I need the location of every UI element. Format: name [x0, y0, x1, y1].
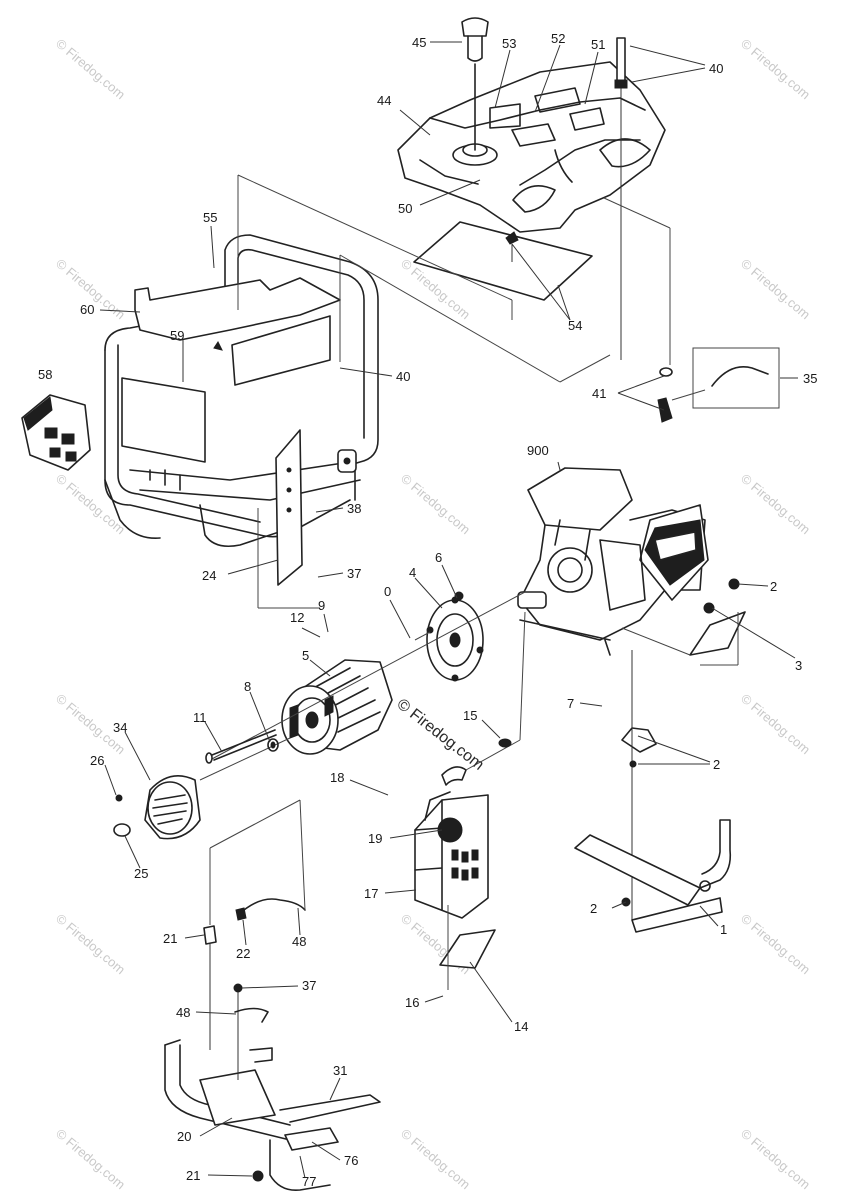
end-cover — [113, 774, 201, 840]
callout-5: 5 — [302, 648, 309, 663]
base-frame — [164, 983, 381, 1192]
callout-59: 59 — [170, 328, 184, 343]
callout-900: 900 — [527, 443, 549, 458]
watermark: © Firedog.com — [53, 36, 128, 102]
callout-21b: 21 — [186, 1168, 200, 1183]
watermark: © Firedog.com — [738, 911, 813, 977]
watermark: © Firedog.com — [398, 1126, 473, 1192]
callout-2: 2 — [770, 579, 777, 594]
engine-mount-plate — [621, 578, 746, 666]
callout-40b: 40 — [396, 369, 410, 384]
callout-6: 6 — [435, 550, 442, 565]
callout-16: 16 — [405, 995, 419, 1010]
tank-mat — [413, 221, 593, 301]
callout-31: 31 — [333, 1063, 347, 1078]
callout-20: 20 — [177, 1129, 191, 1144]
callout-22: 22 — [236, 946, 250, 961]
callout-52: 52 — [551, 31, 565, 46]
tank-bolts — [614, 37, 628, 360]
callout-37: 37 — [347, 566, 361, 581]
callout-45: 45 — [412, 35, 426, 50]
muffler — [414, 791, 489, 919]
callout-60: 60 — [80, 302, 94, 317]
bracket — [257, 429, 320, 609]
callout-3: 3 — [795, 658, 802, 673]
callout-19: 19 — [368, 831, 382, 846]
through-bolt — [205, 729, 279, 764]
callout-40: 40 — [709, 61, 723, 76]
watermark: © Firedog.com — [738, 471, 813, 537]
watermark: © Firedog.com — [738, 36, 813, 102]
callout-76: 76 — [344, 1153, 358, 1168]
callout-11: 11 — [193, 710, 207, 725]
callout-2c: 2 — [590, 901, 597, 916]
rotor-end-bell — [426, 591, 484, 682]
fuel-line — [603, 197, 780, 423]
callout-0: 0 — [384, 584, 391, 599]
callout-37b: 37 — [302, 978, 316, 993]
callout-15: 15 — [463, 708, 477, 723]
watermark: © Firedog.com — [53, 911, 128, 977]
callout-7: 7 — [567, 696, 574, 711]
callout-25: 25 — [134, 866, 148, 881]
callout-8: 8 — [244, 679, 251, 694]
watermark: © Firedog.com — [53, 1126, 128, 1192]
callout-54: 54 — [568, 318, 582, 333]
callout-51: 51 — [591, 37, 605, 52]
callout-35: 35 — [803, 371, 817, 386]
support-rail — [574, 819, 732, 933]
callout-12: 12 — [290, 610, 304, 625]
heat-shield — [439, 905, 496, 990]
callout-17: 17 — [364, 886, 378, 901]
watermark: © Firedog.com — [398, 471, 473, 537]
callout-48: 48 — [292, 934, 306, 949]
callout-26: 26 — [90, 753, 104, 768]
callouts: 45 53 52 51 40 44 50 54 55 60 59 40 58 4… — [38, 31, 817, 1189]
callout-2b: 2 — [713, 757, 720, 772]
callout-53: 53 — [502, 36, 516, 51]
watermark: © Firedog.com — [53, 471, 128, 537]
ground-strap — [203, 925, 217, 1050]
leader-lines — [99, 41, 798, 1179]
wire-harness — [209, 799, 306, 925]
control-panel — [21, 394, 91, 471]
callout-77: 77 — [302, 1174, 316, 1189]
muffler-tube — [441, 611, 526, 786]
callout-55: 55 — [203, 210, 217, 225]
watermark: © Firedog.com — [738, 691, 813, 757]
callout-9: 9 — [318, 598, 325, 613]
callout-21: 21 — [163, 931, 177, 946]
frame — [104, 234, 379, 548]
assembly-guide-lines — [237, 174, 611, 383]
callout-4: 4 — [409, 565, 416, 580]
watermark: © Firedog.com — [738, 1126, 813, 1192]
callout-18: 18 — [330, 770, 344, 785]
callout-41: 41 — [592, 386, 606, 401]
callout-48b: 48 — [176, 1005, 190, 1020]
watermark: © Firedog.com — [738, 256, 813, 322]
callout-44: 44 — [377, 93, 391, 108]
alternator-stator — [281, 659, 393, 755]
callout-50: 50 — [398, 201, 412, 216]
engine — [517, 467, 709, 656]
callout-58: 58 — [38, 367, 52, 382]
fuel-cap — [461, 17, 489, 151]
callout-14: 14 — [514, 1019, 528, 1034]
callout-34: 34 — [113, 720, 127, 735]
callout-38: 38 — [347, 501, 361, 516]
callout-24: 24 — [202, 568, 216, 583]
callout-1: 1 — [720, 922, 727, 937]
